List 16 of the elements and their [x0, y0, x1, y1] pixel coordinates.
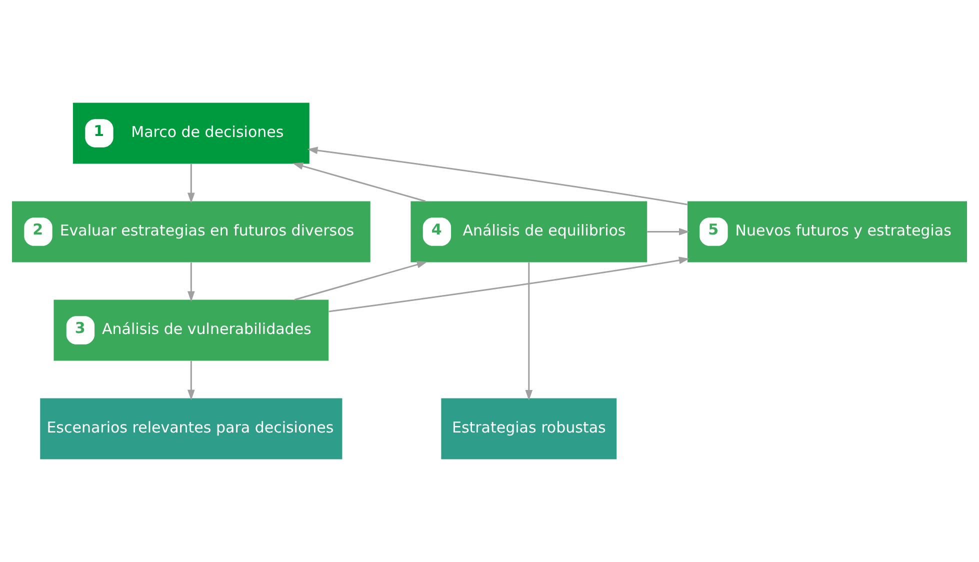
node-box: Escenarios relevantes para decisiones	[40, 398, 342, 460]
node-box: 4 Análisis de equilibrios	[410, 201, 648, 262]
arrow	[525, 262, 533, 400]
arrow	[294, 261, 428, 300]
arrow	[292, 162, 426, 202]
arrow	[187, 262, 195, 302]
arrow	[187, 360, 195, 400]
arrow	[328, 256, 690, 312]
node-box: Estrategias robustas	[441, 398, 617, 460]
arrow	[307, 146, 688, 206]
arrow	[647, 228, 690, 236]
node-box: 3 Análisis de vulnerabilidades	[54, 300, 329, 361]
node-box: 1 Marco de decisiones	[72, 102, 310, 164]
node-box: 2 Evaluar estrategias en futuros diversos	[12, 201, 370, 262]
node-box: 5 Nuevos futuros y estrategias	[687, 201, 968, 262]
arrow	[187, 164, 195, 204]
